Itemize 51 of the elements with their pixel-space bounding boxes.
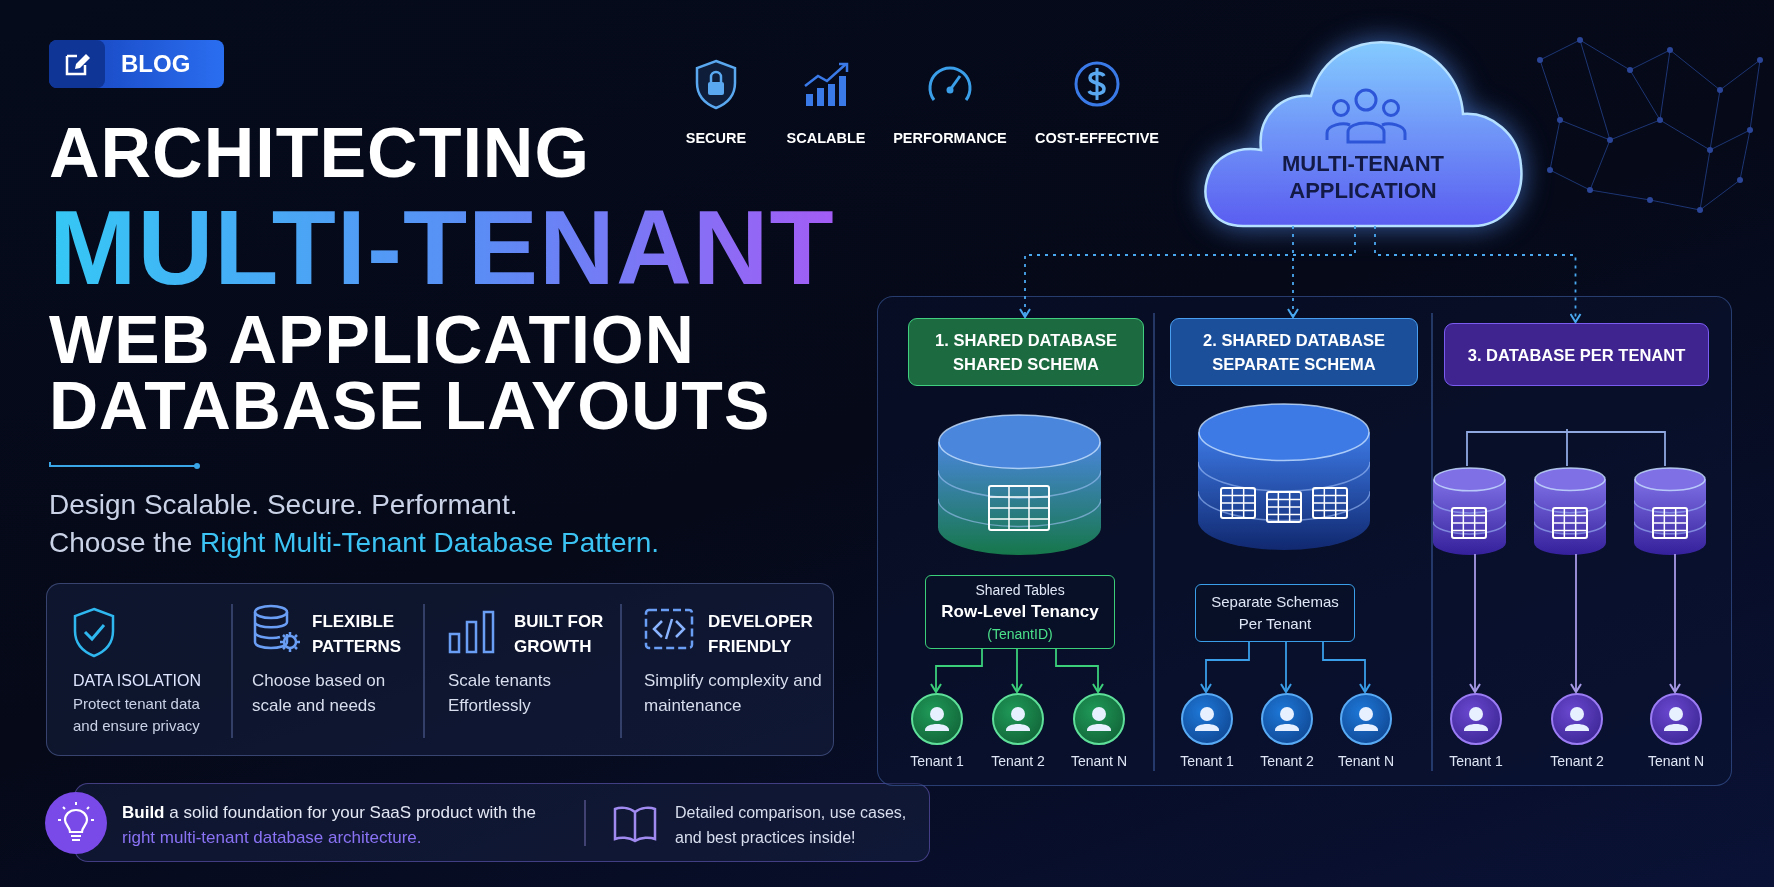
feature-description: Choose based on scale and needs (252, 670, 387, 717)
arrow (1019, 225, 1356, 318)
info-banner (74, 783, 930, 862)
banner-text: Build a solid foundation for your SaaS product with the right multi-tenant database architecture. (122, 802, 537, 849)
tenant-label: Tenant 2 (990, 752, 1046, 771)
banner-text: Detailed comparison, use cases, and best practices inside! (675, 803, 908, 848)
arrow (1280, 640, 1292, 693)
tenant-label: Tenant 1 (1179, 752, 1235, 771)
description-text: (TenantID) (986, 625, 1054, 644)
tenant-label: Tenant N (1069, 752, 1128, 771)
arrow (1669, 553, 1681, 693)
arrow (1055, 647, 1104, 693)
arrow (1570, 553, 1582, 693)
subtitle: Design Scalable. Secure. Performant. (49, 488, 518, 522)
description-text: Shared Tables (974, 581, 1066, 600)
arrow (1200, 640, 1250, 693)
arrow (930, 647, 983, 693)
arrow (1287, 225, 1299, 318)
layout-panel (877, 296, 1732, 786)
arrow (1374, 225, 1582, 323)
tenant-label: Tenant 1 (1448, 752, 1504, 771)
description-text: Separate Schemas Per Tenant (1210, 592, 1340, 634)
feature-label: PERFORMANCE (892, 130, 1008, 146)
feature-label: COST-EFFECTIVE (1033, 130, 1161, 146)
tenant-label: Tenant N (1336, 752, 1395, 771)
subtitle: Choose the Right Multi-Tenant Database Pattern. (49, 526, 660, 560)
section-header: 2. SHARED DATABASE SEPARATE SCHEMA (1170, 318, 1418, 386)
feature-heading: FLEXIBLE PATTERNS (312, 611, 403, 658)
feature-heading: BUILT FOR GROWTH (514, 611, 605, 658)
arrow (1322, 640, 1371, 693)
section-header: 1. SHARED DATABASE SHARED SCHEMA (908, 318, 1144, 386)
feature-panel (46, 583, 834, 756)
badge-label: BLOG (121, 50, 191, 78)
tenant-label: Tenant 1 (909, 752, 965, 771)
feature-label: SECURE (684, 130, 748, 146)
cloud-label: MULTI-TENANT APPLICATION (1280, 150, 1446, 204)
tenant-label: Tenant 2 (1549, 752, 1605, 771)
description-box (925, 575, 1115, 649)
tenant-label: Tenant 2 (1259, 752, 1315, 771)
feature-heading: DATA ISOLATION (73, 671, 203, 691)
feature-description: Simplify complexity and maintenance (644, 670, 823, 717)
arrow (1011, 647, 1023, 693)
feature-description: Protect tenant data and ensure privacy (73, 694, 201, 736)
tenant-label: Tenant N (1646, 752, 1705, 771)
feature-heading: DEVELOPER FRIENDLY (708, 611, 814, 658)
arrow (1469, 553, 1481, 693)
description-text: Row-Level Tenancy (940, 601, 1100, 623)
description-box (1195, 584, 1355, 642)
feature-description: Scale tenants Effortlessly (448, 670, 552, 717)
blog-badge (49, 40, 224, 88)
section-header: 3. DATABASE PER TENANT (1444, 323, 1709, 386)
